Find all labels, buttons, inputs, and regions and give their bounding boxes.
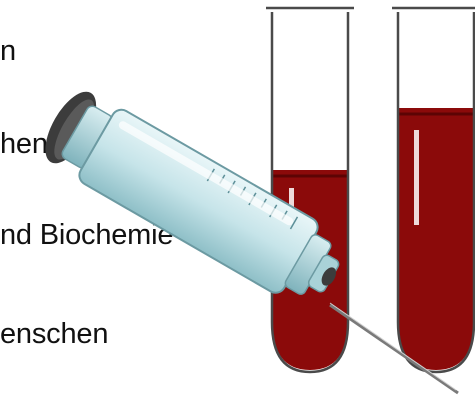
test-tube-icon: [392, 6, 475, 374]
needle: [329, 303, 459, 395]
tube-right-blood: [398, 108, 474, 370]
syringe-tip-opening: [321, 267, 337, 286]
syringe-barrel: [78, 108, 319, 294]
tube-right-highlight: [414, 130, 419, 225]
syringe-icon: [45, 91, 459, 395]
barrel-highlight: [118, 121, 294, 226]
text-line-1: n: [0, 35, 16, 67]
tube-right-glass: [392, 6, 475, 374]
test-tube-icon: [266, 6, 354, 374]
needle-shine: [329, 302, 457, 391]
text-line-4: enschen: [0, 318, 109, 350]
text-line-3: nd Biochemie: [0, 219, 174, 251]
tube-left-glass: [266, 6, 354, 374]
